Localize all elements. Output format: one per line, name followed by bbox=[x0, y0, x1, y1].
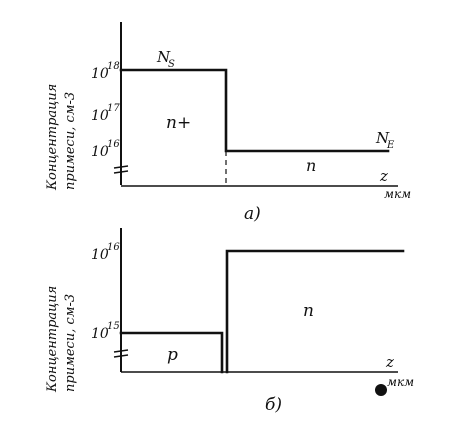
panel-a-y-axis-label-line2: примеси, см-3 bbox=[63, 92, 78, 190]
panel-b-region-p: p bbox=[167, 345, 178, 365]
panel-b-caption: б) bbox=[265, 395, 282, 415]
panel-a-tick-top: 10 18 bbox=[91, 61, 120, 82]
svg-text:10: 10 bbox=[91, 144, 109, 160]
panel-b-p-profile bbox=[119, 331, 224, 374]
svg-text:E: E bbox=[386, 140, 395, 151]
svg-text:10: 10 bbox=[91, 326, 109, 342]
panel-b-y-axis-label-line1: Концентрация bbox=[45, 286, 60, 393]
panel-b-tick-low: 10 15 bbox=[91, 321, 120, 342]
panel-b-x-axis-label: z bbox=[385, 353, 394, 371]
svg-text:16: 16 bbox=[107, 139, 120, 150]
panel-a-ne-label: N E bbox=[375, 129, 395, 151]
panel-a-axis-break bbox=[113, 165, 129, 174]
svg-text:S: S bbox=[168, 59, 175, 70]
panel-a-tick-mid: 10 17 bbox=[91, 103, 120, 124]
svg-text:N: N bbox=[375, 129, 390, 147]
panel-b-x-axis-unit: мкм bbox=[387, 375, 414, 389]
svg-text:N: N bbox=[156, 48, 171, 66]
panel-a-x-axis-label: z bbox=[379, 167, 388, 185]
panel-b-axis-break bbox=[113, 349, 129, 358]
panel-b-tick-top: 10 16 bbox=[91, 242, 120, 263]
panel-a-y-axis-label-line1: Концентрация bbox=[45, 84, 60, 191]
panel-b-region-n: n bbox=[303, 301, 314, 321]
panel-a-ns-label: N S bbox=[156, 48, 175, 70]
svg-text:15: 15 bbox=[107, 321, 120, 332]
svg-text:18: 18 bbox=[107, 61, 120, 72]
svg-text:10: 10 bbox=[91, 247, 109, 263]
panel-a-region-n-plus: n+ bbox=[166, 113, 191, 133]
panel-a: Концентрация примеси, см-3 10 18 10 17 1… bbox=[45, 22, 411, 224]
panel-a-region-n: n bbox=[306, 156, 316, 175]
panel-a-caption: а) bbox=[244, 204, 261, 224]
panel-b: Концентрация примеси, см-3 10 16 10 15 p… bbox=[45, 228, 414, 415]
panel-a-tick-low: 10 16 bbox=[91, 139, 120, 160]
panel-b-n-profile bbox=[225, 249, 405, 374]
panel-a-doping-profile bbox=[119, 68, 390, 153]
panel-b-y-axis-label-line2: примеси, см-3 bbox=[63, 294, 78, 392]
ink-blot bbox=[375, 384, 387, 396]
svg-text:17: 17 bbox=[107, 103, 120, 114]
svg-text:10: 10 bbox=[91, 66, 109, 82]
svg-text:16: 16 bbox=[107, 242, 120, 253]
panel-a-x-axis-unit: мкм bbox=[384, 187, 411, 201]
svg-text:10: 10 bbox=[91, 108, 109, 124]
